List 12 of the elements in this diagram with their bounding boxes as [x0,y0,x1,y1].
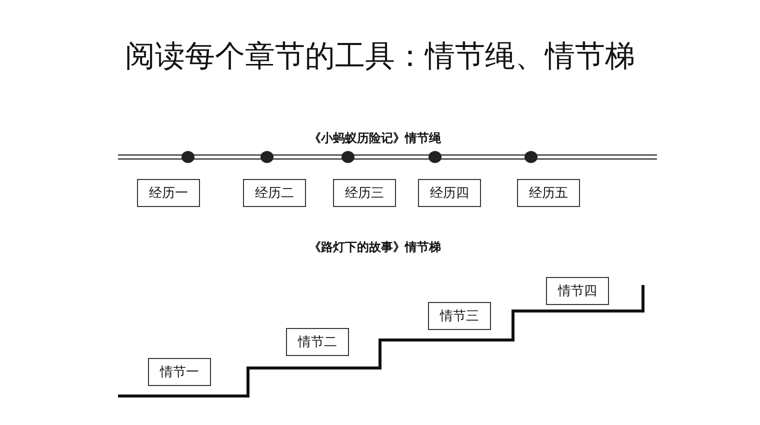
experience-box: 经历四 [418,179,481,207]
diagram-subtitle: 《小蚂蚁历险记》情节绳 [309,130,441,147]
plot-box: 情节二 [286,328,349,356]
diagram-subtitle: 《路灯下的故事》情节梯 [309,239,441,256]
experience-box: 经历一 [137,179,200,207]
title: 阅读每个章节的工具：情节绳、情节梯 [124,38,636,76]
experience-box: 经历五 [517,179,580,207]
plot-box: 情节一 [148,358,211,386]
plot-box: 情节四 [546,277,609,305]
experience-box: 经历三 [333,179,396,207]
plot-box: 情节三 [428,302,491,330]
experience-box: 经历二 [243,179,306,207]
